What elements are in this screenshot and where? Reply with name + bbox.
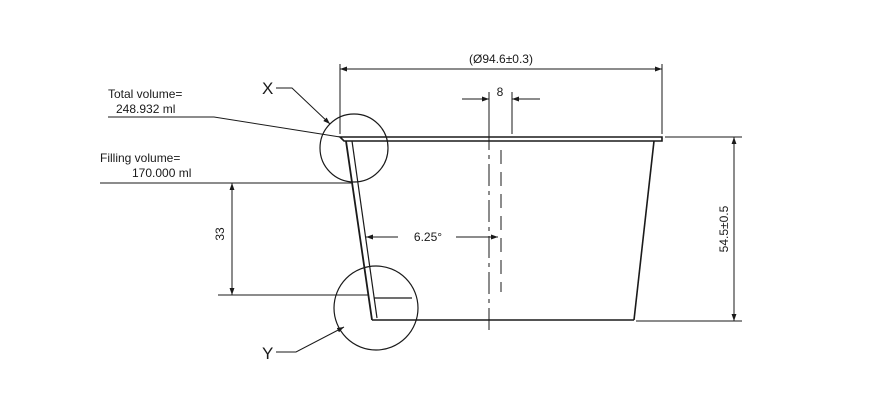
- wall-angle-annotation: 6.25°: [366, 230, 498, 244]
- fill-height-label: 33: [213, 227, 227, 241]
- total-volume-value: 248.932 ml: [116, 102, 175, 116]
- detail-circle-y: [333, 265, 419, 351]
- detail-y-callout: Y: [262, 326, 345, 363]
- detail-y-leader: [276, 326, 345, 353]
- filling-volume-callout: Filling volume= 170.000 ml: [100, 151, 352, 184]
- cup-rim: [338, 136, 663, 142]
- detail-x-label: X: [262, 79, 273, 98]
- detail-circle-x: [319, 113, 389, 183]
- filling-volume-caption: Filling volume=: [100, 151, 180, 165]
- total-volume-callout: Total volume= 248.932 ml: [108, 87, 341, 138]
- left-wall-inner: [351, 140, 378, 319]
- filling-volume-value: 170.000 ml: [132, 166, 191, 180]
- diameter-dimension: (Ø94.6±0.3): [339, 52, 663, 134]
- rim-width-dimension: 8: [462, 85, 540, 134]
- right-wall: [633, 140, 655, 321]
- detail-x-callout: X: [262, 79, 331, 125]
- cup-outline: [338, 136, 663, 321]
- rim-width-label: 8: [497, 85, 504, 99]
- wall-angle-label: 6.25°: [414, 230, 442, 244]
- diameter-label: (Ø94.6±0.3): [469, 52, 533, 66]
- detail-y-label: Y: [262, 344, 273, 363]
- total-volume-caption: Total volume=: [108, 87, 182, 101]
- height-label: 54.5±0.5: [717, 205, 731, 252]
- fill-height-dimension: 33: [213, 183, 368, 296]
- height-dimension: 54.5±0.5: [636, 136, 742, 322]
- detail-x-leader: [276, 87, 331, 125]
- total-volume-leader: [108, 116, 341, 138]
- left-wall-outer: [345, 140, 373, 321]
